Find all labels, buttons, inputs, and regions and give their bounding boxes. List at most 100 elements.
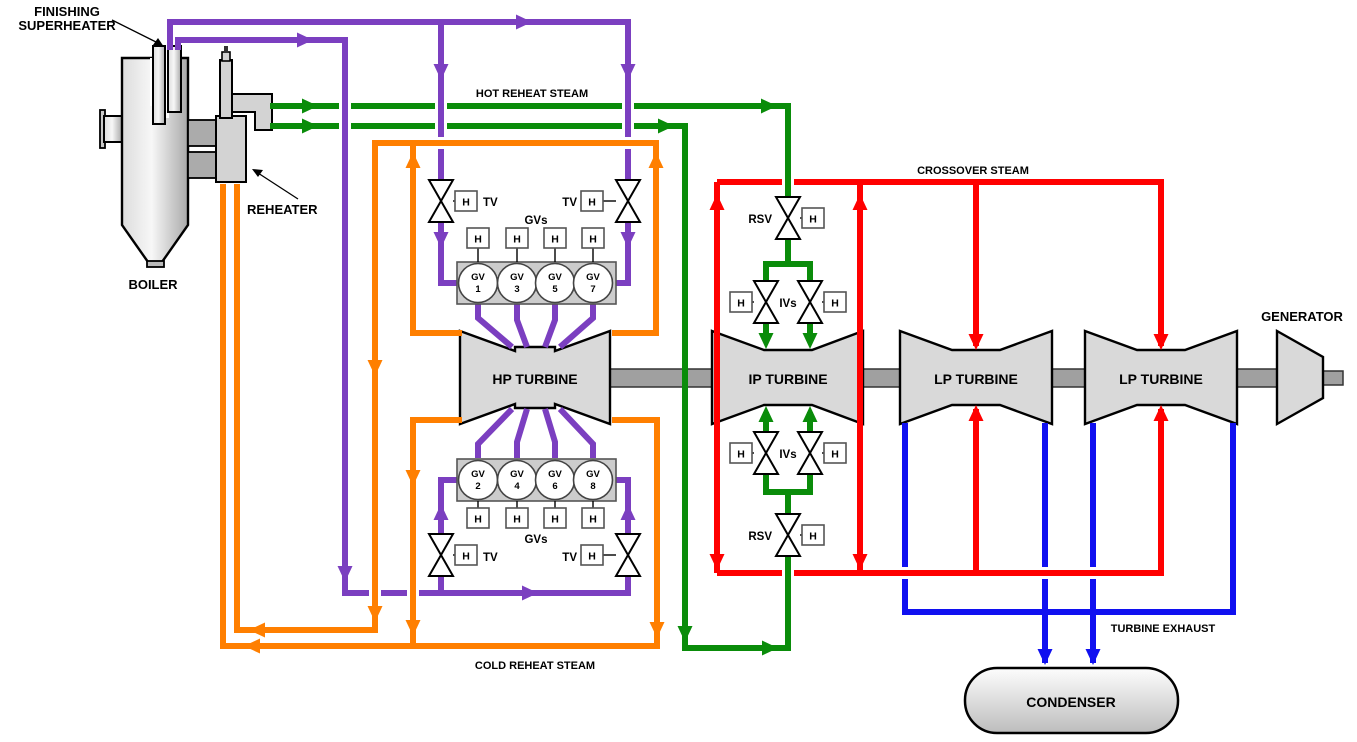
gv-number: 6 — [552, 481, 557, 492]
actuator-label: H — [589, 234, 597, 246]
governor-valve-1: GV1 — [457, 262, 499, 304]
flow-arrow — [649, 622, 665, 638]
intercept-valve-top-left — [752, 280, 780, 324]
flow-arrow — [367, 360, 383, 376]
label-ip-turbine: IP TURBINE — [748, 371, 827, 387]
hydraulic-actuator: H — [823, 442, 847, 464]
lp-turbine-2-body — [1083, 329, 1239, 426]
label-generator: GENERATOR — [1261, 309, 1343, 324]
gv-number: 3 — [514, 284, 519, 295]
actuator-label: H — [551, 234, 559, 246]
valve-symbols — [427, 179, 824, 577]
actuator-label: H — [588, 551, 596, 563]
cold-reheat-piping — [220, 137, 660, 649]
hydraulic-actuator: H — [505, 507, 529, 529]
label-tv-top-right: TV — [562, 197, 577, 209]
hydraulic-actuator: H — [580, 190, 604, 212]
flow-arrow — [367, 606, 383, 622]
label-gvs-bottom: GVs — [524, 534, 547, 546]
actuator-label: H — [462, 197, 470, 209]
turbines — [458, 328, 1325, 427]
hp-turbine-body — [458, 329, 612, 426]
condenser-body — [963, 666, 1180, 735]
gv-label: GV — [471, 469, 485, 480]
flow-arrow — [709, 194, 725, 210]
turbine-exhaust-piping — [902, 423, 1236, 663]
hydraulic-actuator: H — [454, 190, 478, 212]
lp-turbine-1-body — [898, 329, 1054, 426]
governor-valve-2: GV2 — [457, 459, 499, 501]
hydraulic-actuator: H — [454, 544, 478, 566]
flow-arrow — [433, 232, 449, 248]
reheater-callout-arrow — [252, 169, 263, 177]
flow-arrow — [405, 152, 421, 168]
actuator-label: H — [809, 214, 817, 226]
superheater-callout-line — [111, 19, 159, 44]
hydraulic-actuator: H — [466, 227, 490, 249]
governor-valve-4: GV4 — [496, 459, 538, 501]
labels: FINISHING SUPERHEATER REHEATER BOILER GE… — [18, 4, 1343, 710]
governor-valve-5: GV5 — [534, 262, 576, 304]
flow-arrow — [658, 118, 674, 134]
label-finishing-superheater-2: SUPERHEATER — [18, 18, 116, 33]
flow-arrow — [302, 98, 318, 114]
generator-body — [1275, 328, 1325, 427]
label-condenser: CONDENSER — [1026, 694, 1115, 710]
flow-arrows — [244, 14, 1169, 665]
flow-arrow — [516, 14, 532, 30]
flow-arrow — [433, 64, 449, 80]
intercept-valve-bottom-left — [752, 431, 780, 475]
hydraulic-actuator: H — [505, 227, 529, 249]
flow-arrow — [1037, 649, 1053, 665]
hydraulic-actuator: H — [543, 227, 567, 249]
reheat-stop-valve-top — [774, 196, 802, 240]
flow-arrow — [337, 566, 353, 582]
flow-arrow — [1085, 649, 1101, 665]
label-ivs-top: IVs — [779, 298, 796, 310]
label-crossover-steam: CROSSOVER STEAM — [917, 165, 1029, 177]
label-lp-turbine-2: LP TURBINE — [1119, 371, 1203, 387]
label-tv-bottom-left: TV — [483, 552, 498, 564]
actuator-label: H — [737, 449, 745, 461]
gv-label: GV — [471, 272, 485, 283]
flow-arrow — [968, 405, 984, 421]
gv-number: 7 — [590, 284, 595, 295]
gv-number: 1 — [475, 284, 481, 295]
actuator-label: H — [474, 514, 482, 526]
flow-arrow — [758, 333, 774, 349]
actuator-label: H — [474, 234, 482, 246]
label-tv-top-left: TV — [483, 197, 498, 209]
gv-label: GV — [586, 469, 600, 480]
flow-arrow — [244, 638, 260, 654]
throttle-valve-bottom-right — [614, 533, 642, 577]
flow-arrow — [405, 470, 421, 486]
hydraulic-actuator: H — [801, 524, 825, 546]
label-lp-turbine-1: LP TURBINE — [934, 371, 1018, 387]
gv-label: GV — [510, 469, 524, 480]
gv-number: 2 — [475, 481, 480, 492]
gv-number: 4 — [514, 481, 520, 492]
intercept-valve-top-right — [796, 280, 824, 324]
hydraulic-actuator: H — [729, 291, 753, 313]
flow-arrow — [968, 334, 984, 350]
flow-arrow — [620, 64, 636, 80]
flow-arrow — [433, 504, 449, 520]
gv-number: 5 — [552, 284, 558, 295]
governor-valve-6: GV6 — [534, 459, 576, 501]
actuator-label: H — [588, 197, 596, 209]
label-turbine-exhaust: TURBINE EXHAUST — [1111, 623, 1216, 635]
actuator-label: H — [551, 514, 559, 526]
hydraulic-actuator: H — [823, 291, 847, 313]
gv-label: GV — [586, 272, 600, 283]
reheater — [187, 46, 273, 183]
label-reheater: REHEATER — [247, 202, 318, 217]
flow-arrow — [297, 32, 313, 48]
flow-arrow — [677, 626, 693, 642]
actuator-label: H — [589, 514, 597, 526]
actuator-label: H — [831, 298, 839, 310]
label-hp-turbine: HP TURBINE — [492, 371, 577, 387]
actuator-label: H — [809, 531, 817, 543]
hydraulic-actuator: H — [801, 207, 825, 229]
